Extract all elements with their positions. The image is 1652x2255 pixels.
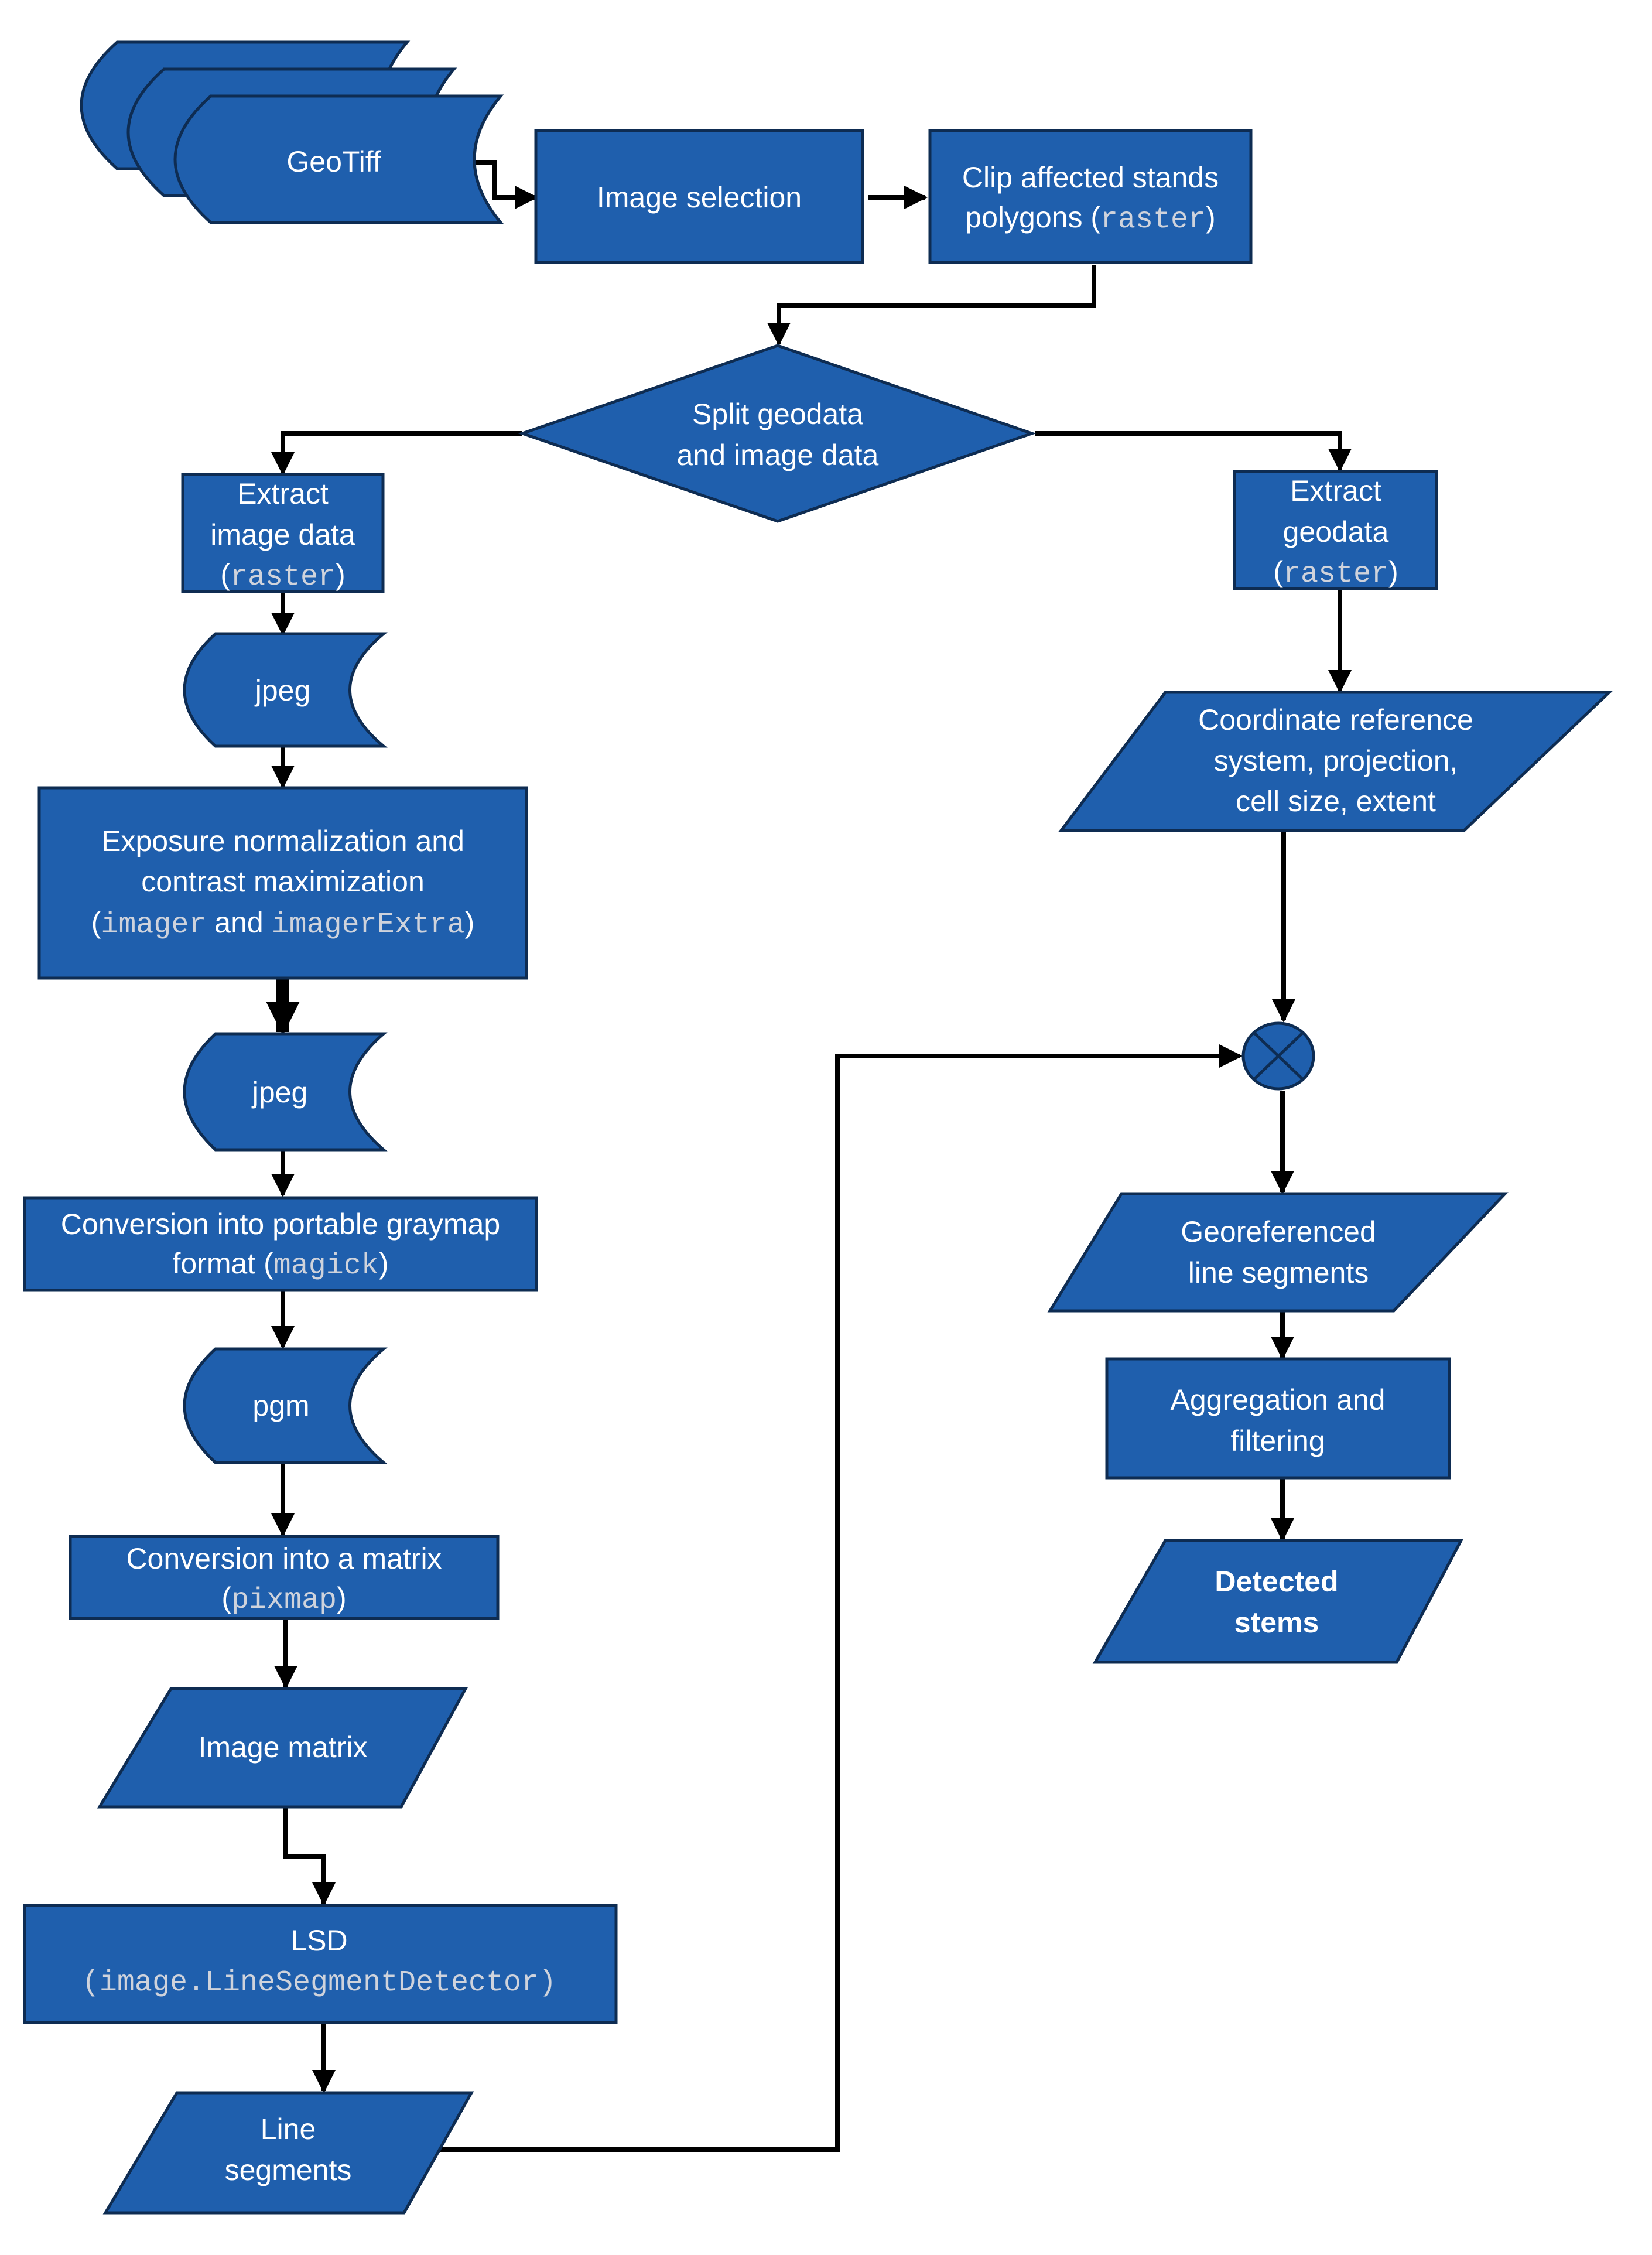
jpeg-storage-1: jpeg (183, 632, 388, 748)
connector-clip-to-split (767, 265, 1096, 346)
exposure-line3: (imager and imagerExtra) (91, 906, 475, 942)
detected-line2: stems (1234, 1606, 1319, 1639)
exposure-line1: Exposure normalization and (101, 825, 464, 857)
split-label-line2: and image data (677, 439, 879, 472)
extract-geo-line1: Extract (1290, 474, 1381, 507)
clip-stands-box: Clip affected stands polygons (raster) (928, 129, 1253, 264)
extract-geo-line3: (raster) (1273, 555, 1398, 591)
conversion-pgm-line1: Conversion into portable graymap (61, 1208, 500, 1241)
conversion-matrix-line1: Conversion into a matrix (126, 1542, 442, 1575)
connector-image-matrix-to-lsd (283, 1807, 336, 1906)
image-selection-label: Image selection (597, 181, 802, 214)
geotiff-input: GeoTiff (80, 40, 504, 224)
image-selection-box: Image selection (534, 129, 864, 264)
aggregation-line2: filtering (1230, 1424, 1325, 1457)
image-matrix-label: Image matrix (199, 1731, 368, 1764)
connectors (266, 160, 1352, 2152)
aggregation-line1: Aggregation and (1171, 1383, 1386, 1416)
line-segments-data: Line segments (102, 2091, 474, 2215)
crs-line1: Coordinate reference (1198, 703, 1473, 736)
join-junction (1241, 1021, 1315, 1091)
georef-data: Georeferenced line segments (1047, 1192, 1509, 1313)
geotiff-label: GeoTiff (286, 145, 381, 178)
split-label-line1: Split geodata (692, 398, 863, 430)
extract-geo-line2: geodata (1283, 515, 1389, 548)
connector-split-to-extract-geo (1035, 431, 1352, 472)
georef-line2: line segments (1188, 1256, 1369, 1289)
jpeg-label-2: jpeg (251, 1076, 308, 1109)
conversion-pgm-box: Conversion into portable graymap format … (23, 1196, 538, 1292)
image-matrix-data: Image matrix (97, 1687, 468, 1809)
jpeg-storage-2: jpeg (183, 1032, 388, 1152)
extract-image-line1: Extract (237, 477, 329, 510)
extract-image-line2: image data (210, 518, 355, 551)
extract-geo-box: Extract geodata (raster) (1233, 470, 1438, 591)
line-segments-line1: Line (261, 2113, 316, 2145)
detected-stems-data: Detected stems (1092, 1539, 1464, 1664)
lsd-line1: LSD (290, 1924, 347, 1957)
connector-split-to-extract-image (271, 431, 522, 476)
exposure-line2: contrast maximization (141, 865, 425, 898)
pgm-label: pgm (252, 1389, 309, 1422)
connector-line-segments-to-join (433, 1044, 1243, 2152)
crs-line3: cell size, extent (1236, 785, 1436, 818)
extract-image-box: Extract image data (raster) (181, 473, 385, 594)
detected-line1: Detected (1215, 1565, 1338, 1598)
clip-label-line1: Clip affected stands (962, 161, 1219, 194)
georef-line1: Georeferenced (1181, 1215, 1376, 1248)
conversion-matrix-box: Conversion into a matrix (pixmap) (69, 1535, 500, 1620)
aggregation-box: Aggregation and filtering (1105, 1357, 1451, 1480)
exposure-box: Exposure normalization and contrast maxi… (37, 786, 528, 980)
extract-image-line3: (raster) (220, 558, 345, 594)
pgm-storage: pgm (183, 1347, 388, 1464)
conversion-pgm-line2: format (magick) (173, 1247, 389, 1283)
crs-data: Coordinate reference system, projection,… (1058, 691, 1613, 832)
line-segments-line2: segments (225, 2154, 352, 2186)
crs-line2: system, projection, (1214, 744, 1458, 777)
conversion-matrix-line2: (pixmap) (221, 1581, 346, 1617)
lsd-line2: (image.LineSegmentDetector) (82, 1966, 556, 2000)
split-decision: Split geodata and image data (518, 344, 1037, 523)
lsd-box: LSD (image.LineSegmentDetector) (23, 1904, 618, 2024)
clip-label-line2: polygons (raster) (965, 201, 1215, 237)
jpeg-label-1: jpeg (254, 674, 311, 707)
